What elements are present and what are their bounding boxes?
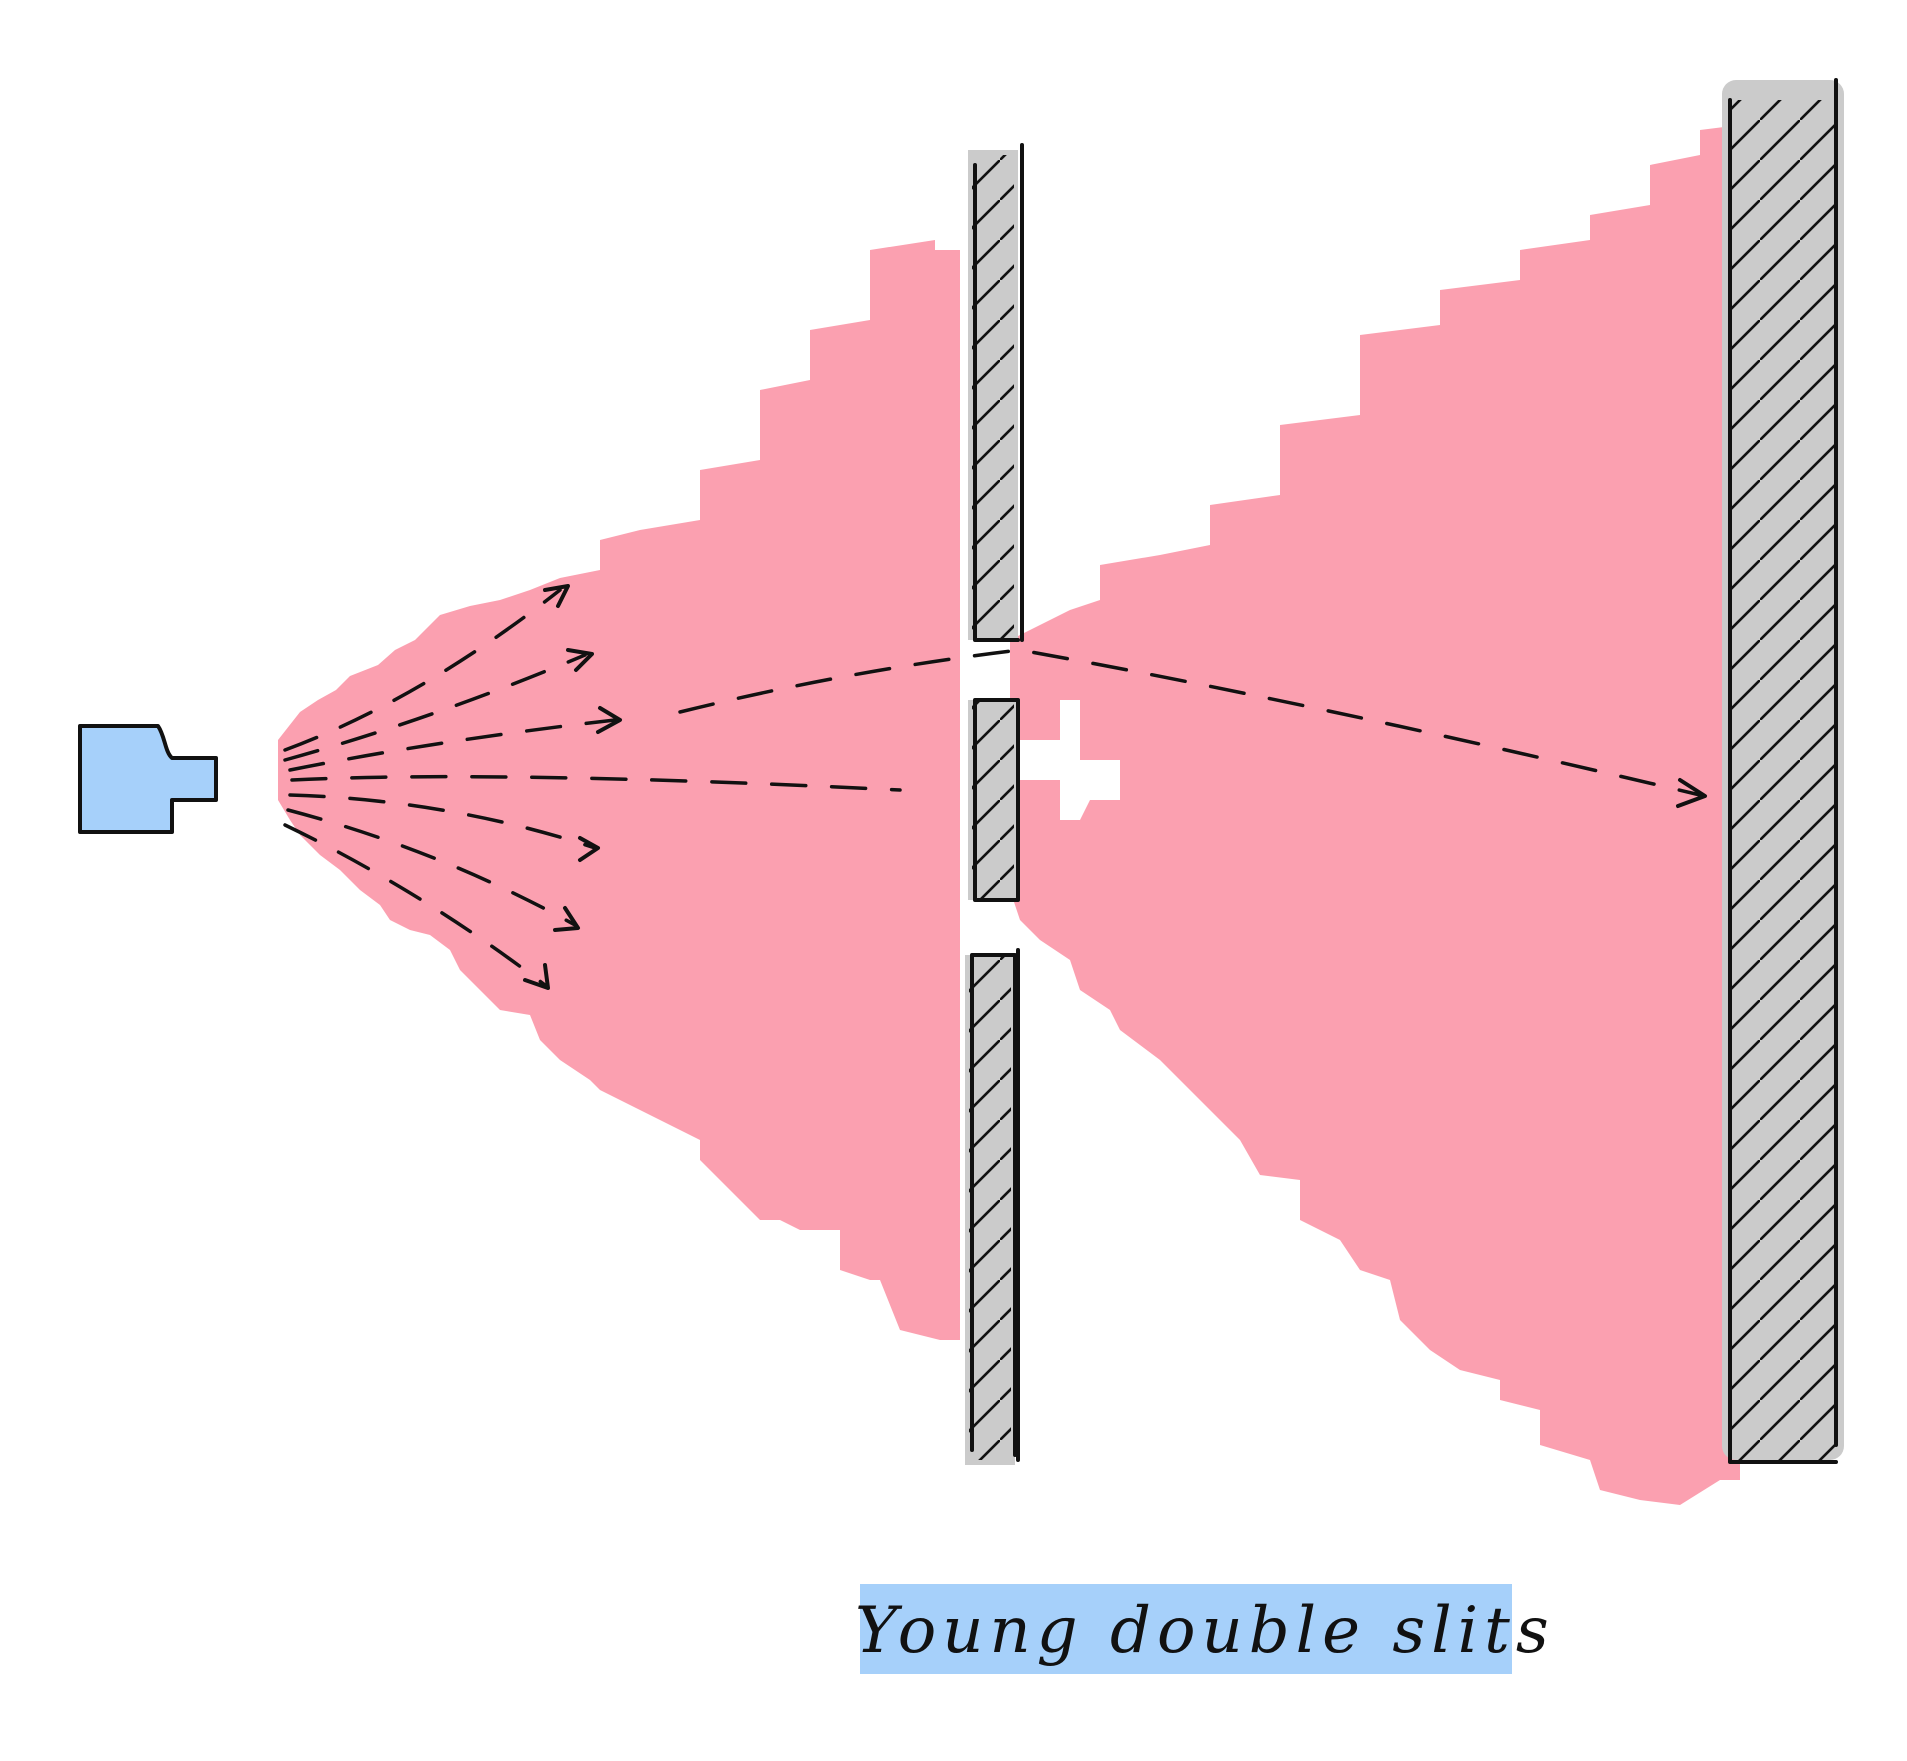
light-rays	[283, 584, 1707, 990]
caption-highlight	[860, 1584, 1512, 1674]
detection-screen	[1722, 78, 1844, 1464]
caption: Young double slits	[855, 1584, 1555, 1674]
caption-text: Young double slits	[855, 1594, 1555, 1668]
light-source-icon	[78, 724, 218, 834]
incoming-wave	[278, 240, 960, 1340]
double-slit-barrier	[965, 143, 1024, 1465]
diffracted-wave	[1010, 125, 1740, 1505]
